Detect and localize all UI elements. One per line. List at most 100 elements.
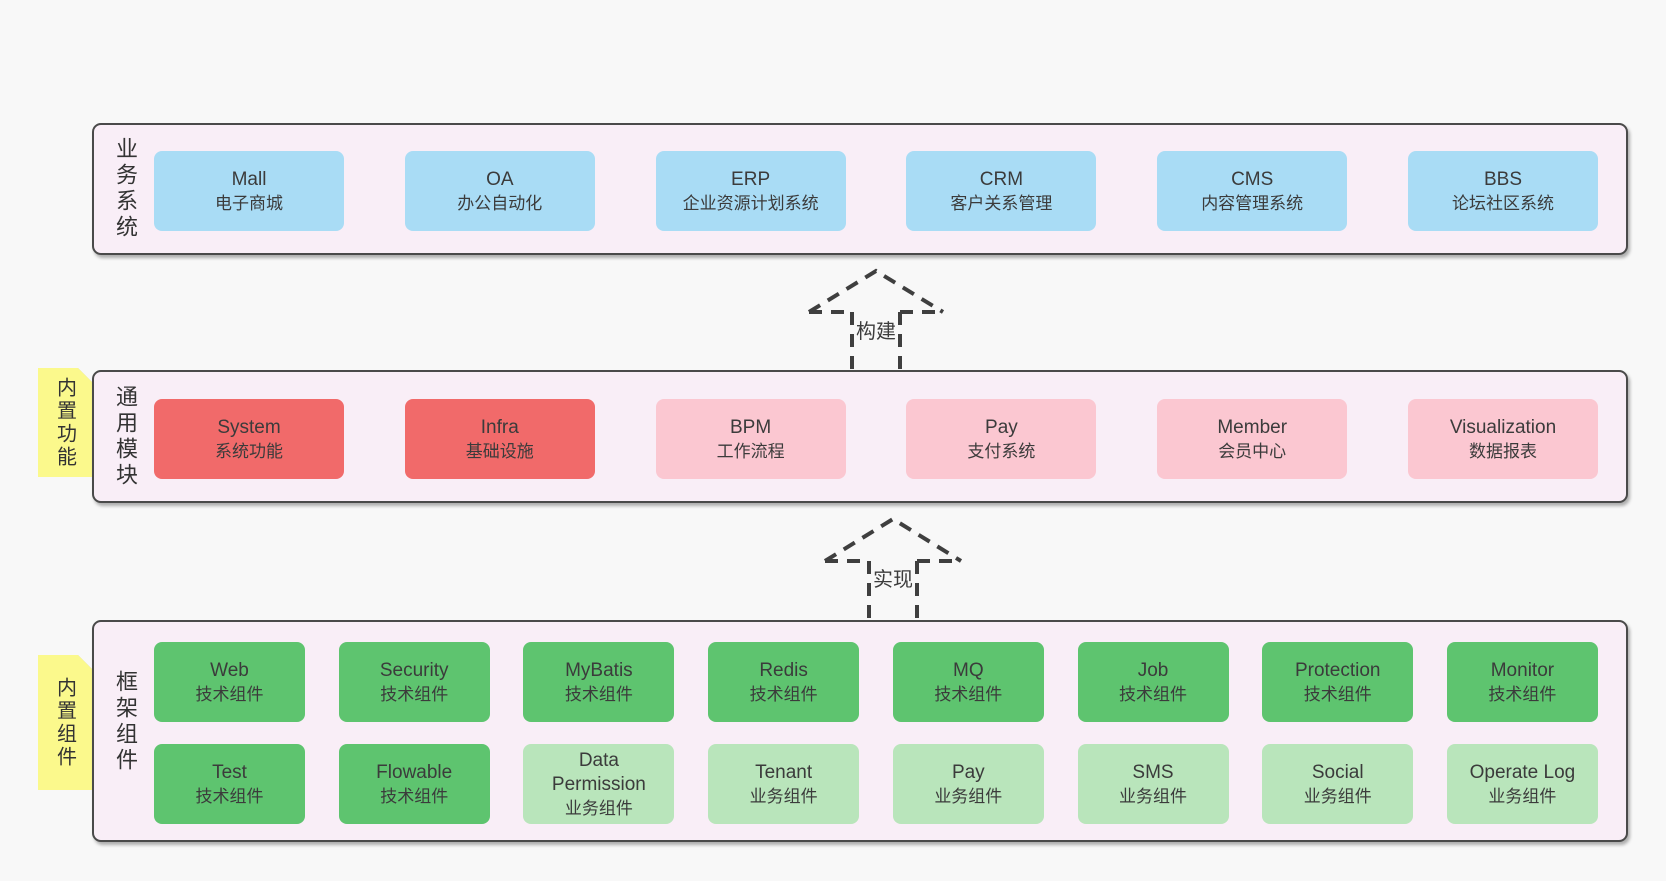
node-desc: 业务组件	[749, 786, 818, 806]
node-desc: 内容管理系统	[1201, 193, 1304, 213]
node-crm: CRM 客户关系管理	[906, 151, 1097, 231]
node-mq: MQ 技术组件	[892, 642, 1044, 722]
node-name: Social	[1311, 761, 1364, 783]
node-name: Flowable	[376, 761, 453, 783]
node-name: System	[217, 416, 281, 438]
node-desc: 技术组件	[1303, 684, 1372, 704]
node-name: MQ	[953, 659, 984, 681]
panel-framework-components: 框架组件 Web 技术组件 Security 技术组件 MyBatis 技术组件…	[92, 620, 1628, 842]
node-name: Web	[210, 659, 249, 681]
node-data-permission: Data Permission 业务组件	[523, 744, 675, 824]
node-mall: Mall 电子商城	[154, 151, 344, 231]
node-desc: 论坛社区系统	[1451, 193, 1554, 213]
node-desc: 业务组件	[1119, 786, 1188, 806]
node-name: Operate Log	[1469, 761, 1576, 783]
implement-arrow-label: 实现	[872, 563, 914, 592]
node-name: Redis	[759, 659, 808, 681]
node-desc: 基础设施	[465, 441, 534, 461]
node-desc: 技术组件	[380, 684, 449, 704]
node-security: Security 技术组件	[338, 642, 490, 722]
node-pay-biz: Pay 业务组件	[892, 744, 1044, 824]
panel-framework-components-label: 框架组件	[113, 670, 138, 775]
node-desc: 业务组件	[1303, 786, 1372, 806]
node-bbs: BBS 论坛社区系统	[1407, 151, 1598, 231]
node-desc: 客户关系管理	[950, 193, 1053, 213]
node-desc: 技术组件	[1488, 684, 1557, 704]
build-arrow-label: 构建	[855, 315, 897, 344]
node-test: Test 技术组件	[154, 744, 305, 824]
node-sms: SMS 业务组件	[1077, 744, 1229, 824]
node-desc: 企业资源计划系统	[682, 193, 819, 213]
node-flowable: Flowable 技术组件	[338, 744, 490, 824]
node-desc: 技术组件	[195, 786, 264, 806]
panel-common-modules-label: 通用模块	[113, 384, 138, 489]
node-name: Member	[1217, 416, 1288, 438]
business-systems-row: Mall 电子商城 OA 办公自动化 ERP 企业资源计划系统 CRM 客户关系…	[154, 151, 1598, 231]
node-member: Member 会员中心	[1157, 399, 1348, 479]
node-protection: Protection 技术组件	[1262, 642, 1414, 722]
node-name: Tenant	[755, 761, 813, 783]
node-pay: Pay 支付系统	[906, 399, 1097, 479]
node-name: MyBatis	[565, 659, 633, 681]
node-desc: 数据报表	[1468, 441, 1537, 461]
build-arrow-icon: 构建	[806, 266, 946, 370]
node-tenant: Tenant 业务组件	[708, 744, 860, 824]
node-name: Pay	[951, 761, 985, 783]
node-name: SMS	[1132, 761, 1174, 783]
node-desc: 办公自动化	[457, 193, 543, 213]
node-infra: Infra 基础设施	[404, 399, 595, 479]
node-name: CMS	[1231, 168, 1274, 190]
node-oa: OA 办公自动化	[404, 151, 595, 231]
node-name: OA	[486, 168, 514, 190]
node-name: ERP	[731, 168, 771, 190]
node-name: Monitor	[1490, 659, 1555, 681]
node-desc: 技术组件	[749, 684, 818, 704]
sticky-note-label: 内置组件	[53, 676, 76, 769]
node-redis: Redis 技术组件	[708, 642, 860, 722]
node-desc: 支付系统	[967, 441, 1036, 461]
node-desc: 业务组件	[934, 786, 1003, 806]
node-name: Mall	[231, 168, 267, 190]
node-name: Test	[212, 761, 247, 783]
node-job: Job 技术组件	[1077, 642, 1229, 722]
node-name: Protection	[1294, 659, 1381, 681]
node-desc: 技术组件	[934, 684, 1003, 704]
node-monitor: Monitor 技术组件	[1446, 642, 1598, 722]
node-desc: 技术组件	[195, 684, 264, 704]
node-operate-log: Operate Log 业务组件	[1446, 744, 1598, 824]
node-cms: CMS 内容管理系统	[1157, 151, 1348, 231]
sticky-note-builtin-components: 内置组件	[38, 655, 92, 790]
panel-common-modules: 通用模块 System 系统功能 Infra 基础设施 BPM 工作流程 Pay…	[92, 370, 1628, 503]
node-name: Data Permission	[551, 749, 646, 795]
node-desc: 业务组件	[564, 798, 633, 818]
implement-arrow-icon: 实现	[822, 514, 964, 620]
node-visualization: Visualization 数据报表	[1407, 399, 1598, 479]
node-name: Job	[1137, 659, 1169, 681]
framework-components-row-2: Test 技术组件 Flowable 技术组件 Data Permission …	[154, 744, 1598, 824]
node-name: BPM	[730, 416, 772, 438]
node-desc: 业务组件	[1488, 786, 1557, 806]
node-name: Pay	[985, 416, 1018, 438]
node-name: Infra	[480, 416, 519, 438]
node-desc: 系统功能	[215, 441, 283, 461]
node-desc: 会员中心	[1218, 441, 1287, 461]
node-desc: 技术组件	[380, 786, 449, 806]
node-name: CRM	[979, 168, 1024, 190]
panel-business-systems: 业务系统 Mall 电子商城 OA 办公自动化 ERP 企业资源计划系统 CRM…	[92, 123, 1628, 255]
sticky-note-label: 内置功能	[53, 376, 76, 469]
panel-business-systems-label: 业务系统	[113, 137, 138, 241]
node-desc: 电子商城	[215, 193, 283, 213]
node-system: System 系统功能	[154, 399, 344, 479]
node-desc: 技术组件	[1119, 684, 1188, 704]
node-bpm: BPM 工作流程	[655, 399, 846, 479]
node-desc: 技术组件	[564, 684, 633, 704]
node-mybatis: MyBatis 技术组件	[523, 642, 675, 722]
node-erp: ERP 企业资源计划系统	[655, 151, 846, 231]
node-name: Security	[379, 659, 449, 681]
sticky-note-builtin-features: 内置功能	[38, 368, 92, 477]
node-desc: 工作流程	[716, 441, 785, 461]
node-social: Social 业务组件	[1262, 744, 1414, 824]
node-web: Web 技术组件	[154, 642, 305, 722]
framework-components-row-1: Web 技术组件 Security 技术组件 MyBatis 技术组件 Redi…	[154, 642, 1598, 722]
